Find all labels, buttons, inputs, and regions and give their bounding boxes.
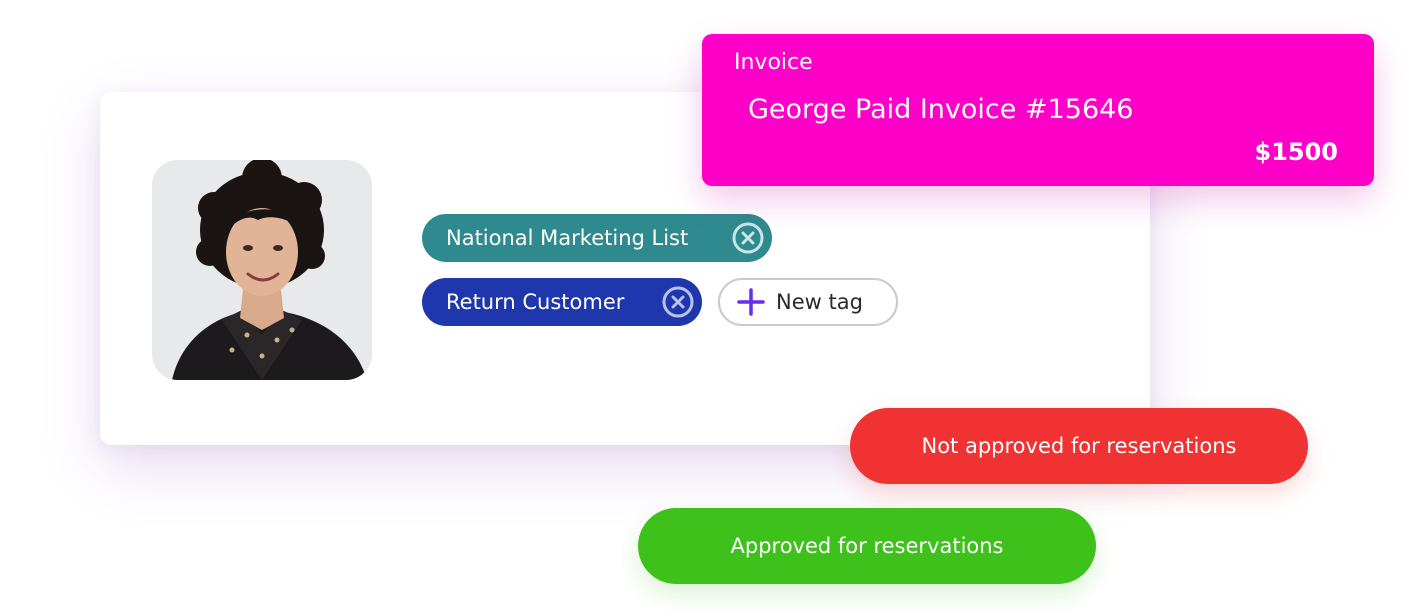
not-approved-label: Not approved for reservations [921, 434, 1237, 458]
close-circle-icon[interactable] [662, 286, 694, 318]
new-tag-button[interactable]: New tag [718, 278, 898, 326]
tag-national-marketing-list: National Marketing List [422, 214, 772, 262]
invoice-amount: $1500 [1254, 138, 1339, 166]
tag-label: National Marketing List [446, 226, 689, 250]
tag-return-customer: Return Customer [422, 278, 702, 326]
not-approved-status-button[interactable]: Not approved for reservations [850, 408, 1308, 484]
tag-label: Return Customer [446, 290, 625, 314]
plus-icon [737, 288, 765, 316]
avatar-photo [152, 160, 372, 380]
avatar [152, 160, 372, 380]
approved-label: Approved for reservations [730, 534, 1004, 558]
approved-status-button[interactable]: Approved for reservations [638, 508, 1096, 584]
new-tag-label: New tag [776, 290, 863, 314]
invoice-title: George Paid Invoice #15646 [748, 94, 1134, 125]
invoice-label: Invoice [734, 50, 813, 75]
invoice-notification: Invoice George Paid Invoice #15646 $1500 [702, 34, 1374, 186]
close-circle-icon[interactable] [732, 222, 764, 254]
